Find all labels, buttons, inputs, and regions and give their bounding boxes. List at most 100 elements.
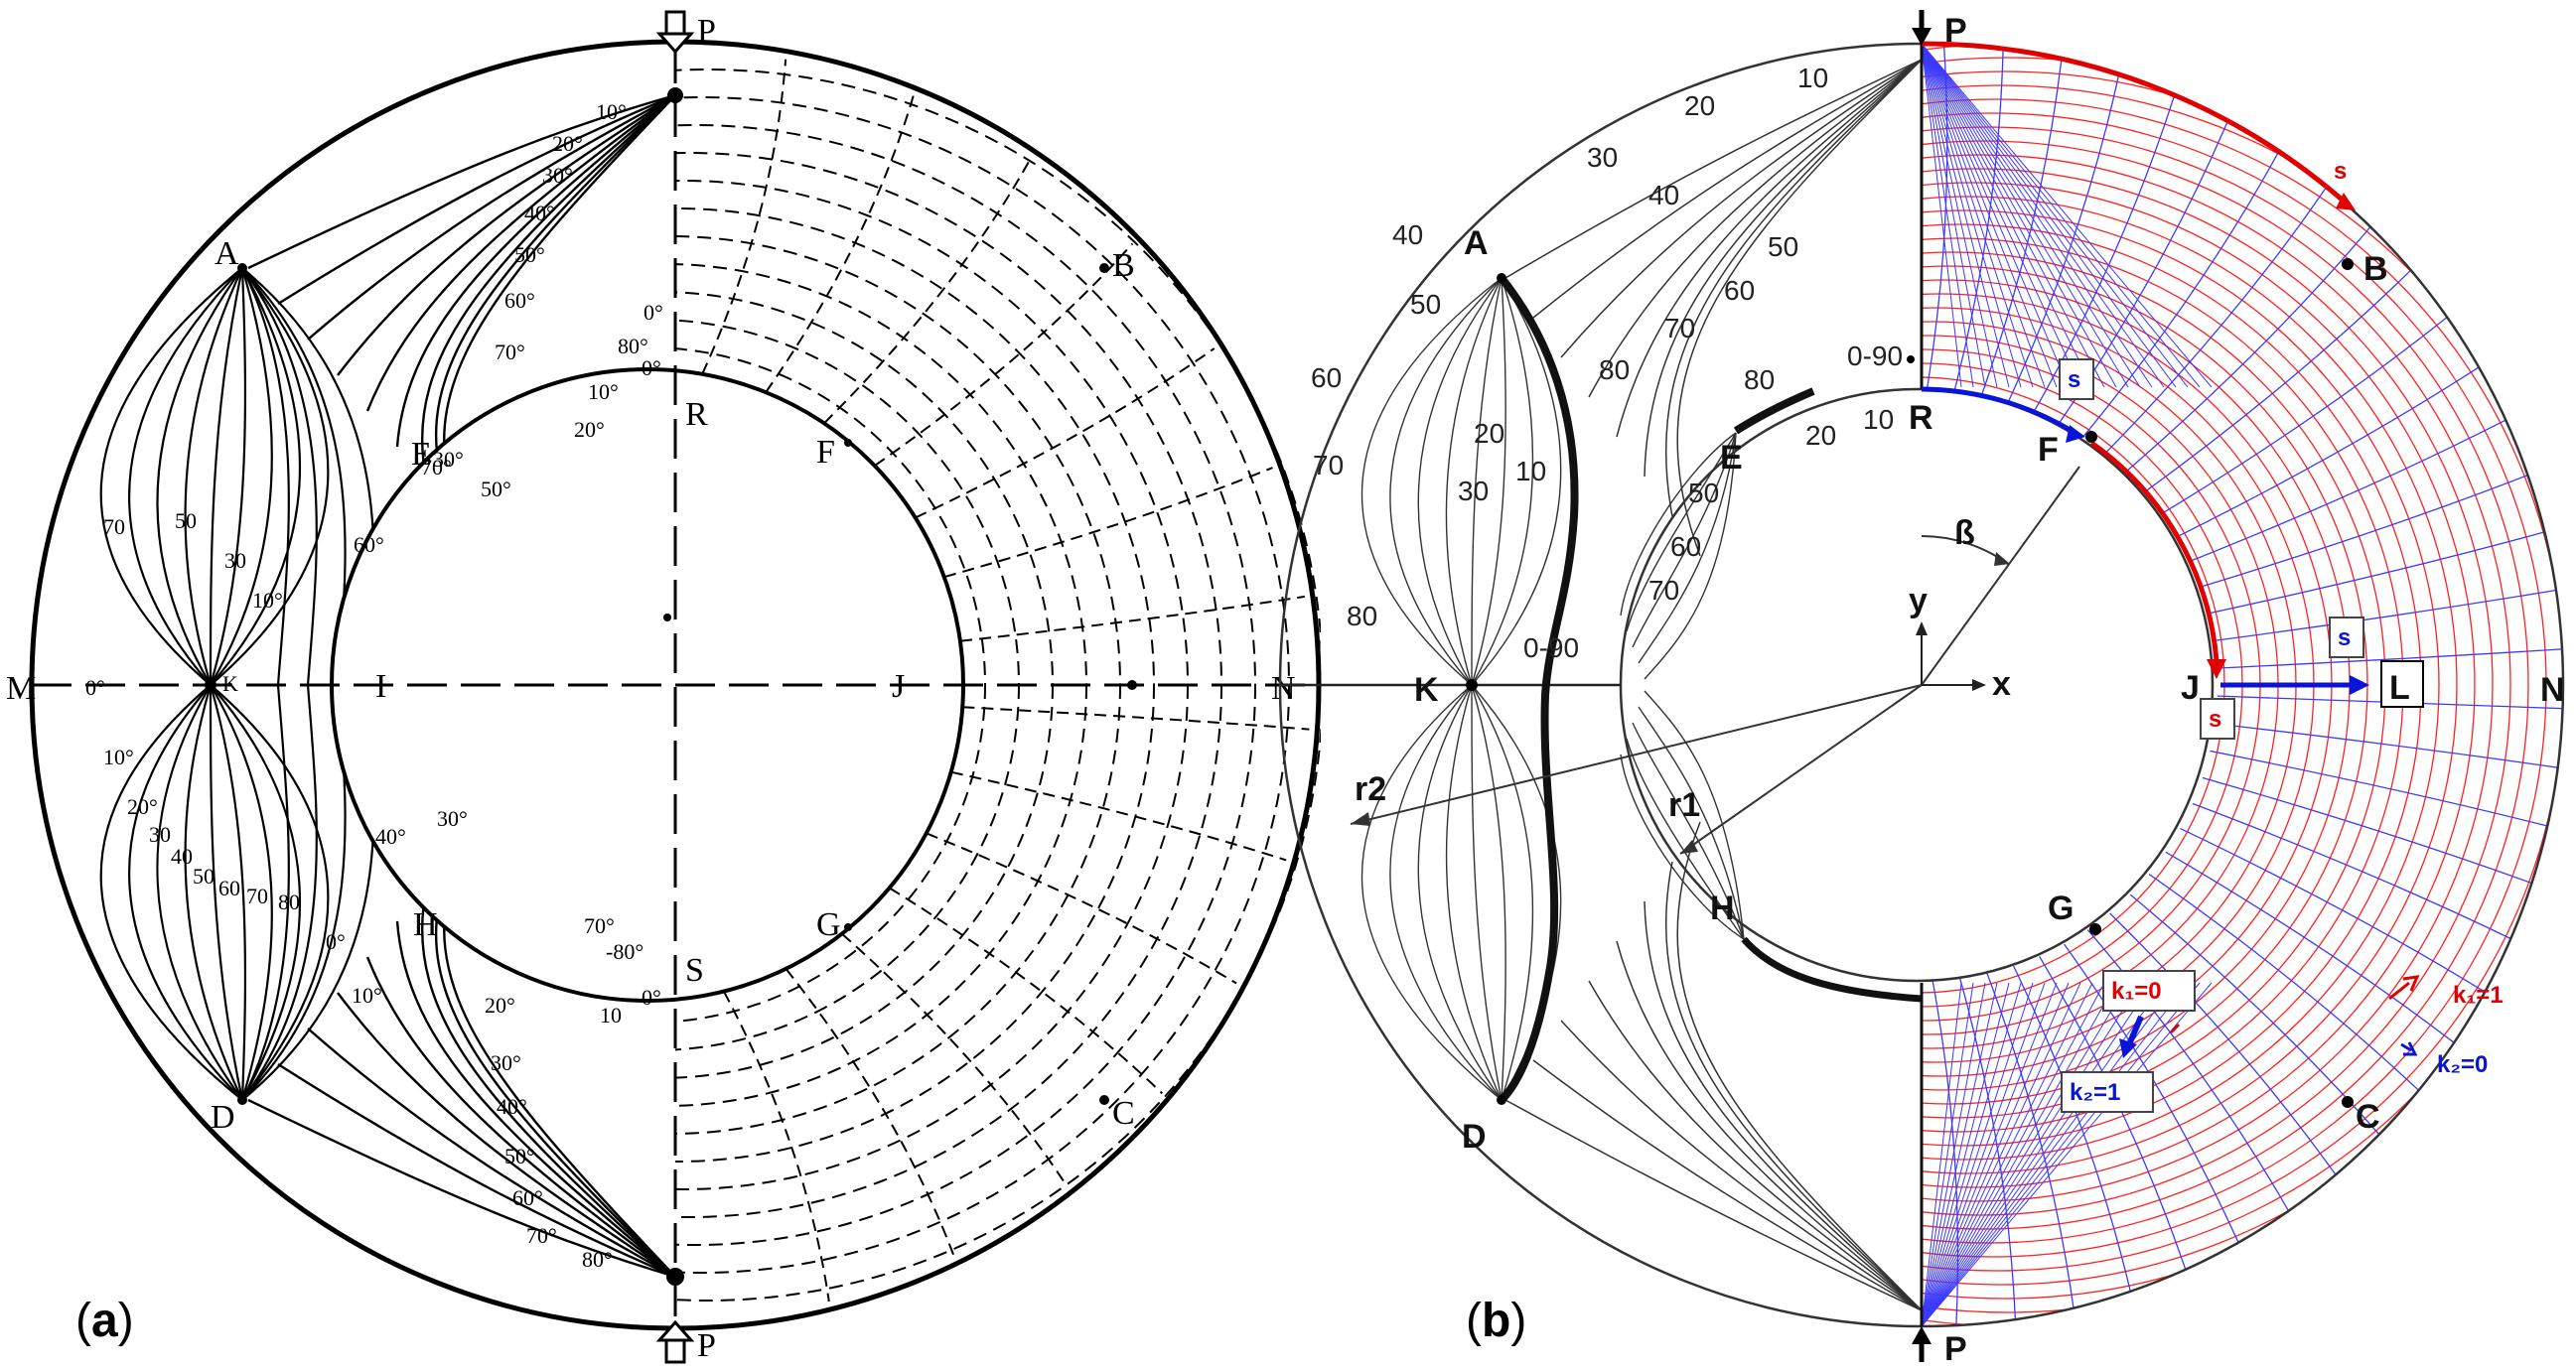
panel-a-top-fan-curve bbox=[365, 94, 676, 412]
panel-b-E-70: 70 bbox=[1648, 575, 1679, 606]
panel-b-blue-fan-top bbox=[1922, 44, 1998, 388]
panel-b-blue-line bbox=[2198, 775, 2532, 885]
panel-b-label-E: E bbox=[1720, 439, 1743, 477]
panel-a-angle-left-10c: 10° bbox=[352, 983, 382, 1008]
panel-b-blue-fan-bottom bbox=[1922, 982, 1986, 1326]
panel-b-blue-fan-top bbox=[1922, 44, 2081, 388]
panel-a-angle-left-50: 50 bbox=[175, 508, 197, 533]
panel-b-blue-line bbox=[2173, 366, 2480, 539]
panel-a-label-A: A bbox=[215, 235, 239, 272]
panel-a-load-arrow-top bbox=[655, 10, 695, 55]
panel-a-dashed-ray bbox=[785, 968, 955, 1257]
panel-a-angle-left-10b: 10° bbox=[103, 745, 134, 769]
panel-a-top-fan-curve bbox=[395, 94, 676, 448]
panel-b-E-50: 50 bbox=[1688, 478, 1719, 508]
panel-b-x-arrowhead bbox=[1972, 679, 1986, 691]
panel-a-bottom-fan-curve bbox=[307, 1028, 676, 1279]
panel-a-angle-top-0a: 0° bbox=[644, 300, 663, 325]
panel-b-blue-line bbox=[2204, 531, 2545, 616]
panel-a-dashed-ray bbox=[915, 347, 1216, 519]
panel-b-blue-fan-bottom bbox=[1922, 982, 2046, 1326]
panel-a-label-G: G bbox=[816, 906, 841, 943]
panel-a-dashed-ray bbox=[962, 706, 1310, 731]
panel-b-label-G: G bbox=[2048, 890, 2074, 927]
panel-b-blue-fan-top bbox=[1922, 44, 2046, 388]
panel-a-angle-H-0: 0° bbox=[642, 985, 661, 1010]
panel-b-blue-line bbox=[2141, 269, 2412, 494]
panel-b-load-arrow-top bbox=[1912, 10, 1932, 46]
panel-b-blue-fan-bottom bbox=[1922, 982, 2034, 1326]
panel-a-caption: (a) bbox=[75, 1295, 134, 1347]
panel-a-label-P-top: P bbox=[697, 13, 716, 50]
panel-b-blue-line bbox=[2062, 941, 2239, 1243]
panel-b-blue-fan-top bbox=[1922, 44, 2153, 388]
panel-b-bottom-fan-curve bbox=[1644, 900, 1923, 1311]
panel-b-numbers-E: 80 20 10 50 60 70 bbox=[1648, 364, 1894, 606]
panel-a-angle-left-20: 20° bbox=[127, 794, 158, 819]
panel-b-blue-fan-top bbox=[1922, 44, 2129, 388]
panel-b-blue-line bbox=[2145, 871, 2420, 1091]
panel-b-blue-fan-bottom bbox=[1922, 982, 2010, 1326]
panel-b-blue-fan-bottom bbox=[1922, 982, 2093, 1326]
panel-b-s-J-box: s bbox=[2200, 698, 2235, 740]
panel-b-rim-40: 40 bbox=[1392, 219, 1423, 250]
panel-b-blue-line bbox=[2085, 926, 2290, 1212]
panel-a-angle-top-40: 40° bbox=[524, 201, 555, 225]
panel-a-angle-bottom-70: 70° bbox=[526, 1223, 557, 1248]
panel-b-k1-0-arrow bbox=[2169, 1023, 2181, 1034]
panel-b-red-arc bbox=[1922, 182, 2476, 1188]
panel-b-label-R: R bbox=[1909, 399, 1933, 437]
panel-b-k2-1-arrowhead bbox=[2119, 1038, 2137, 1058]
panel-b-blue-fan-top bbox=[1922, 44, 1962, 388]
panel-b-blue-line bbox=[2161, 849, 2455, 1043]
panel-a-top-fan-curve bbox=[337, 93, 676, 376]
panel-b-k1-1-label: k₁=1 bbox=[2453, 982, 2504, 1009]
panel-b-blue-line bbox=[2210, 722, 2558, 768]
panel-a-angle-left-0b: 0° bbox=[326, 929, 346, 954]
panel-b-beta-label: ß bbox=[1954, 514, 1975, 552]
panel-b-blue-fan-top bbox=[1922, 44, 1974, 388]
panel-a: P P A B C D E F G H I J K M N R S 10° 20… bbox=[6, 10, 1322, 1364]
panel-b-blue-line bbox=[2188, 801, 2511, 940]
panel-a-angle-bottom-60: 60° bbox=[512, 1185, 543, 1210]
panel-b-H-curve bbox=[1620, 754, 1745, 940]
panel-b-E-10: 10 bbox=[1863, 404, 1894, 435]
panel-a-dashed-ray bbox=[841, 932, 1068, 1186]
panel-a-angle-top-80: 80° bbox=[618, 334, 648, 358]
panel-b-label-J: J bbox=[2181, 669, 2200, 707]
panel-b-label-A: A bbox=[1464, 224, 1489, 262]
panel-b-bottom-fan-curve bbox=[1588, 980, 1923, 1311]
panel-a-dashed-ray bbox=[701, 59, 787, 375]
panel-b-caption: (b) bbox=[1466, 1295, 1526, 1347]
panel-b-label-F: F bbox=[2038, 431, 2059, 469]
panel-a-angle-top-70: 70° bbox=[495, 340, 525, 364]
panel-b-red-arc bbox=[1922, 84, 2563, 1286]
panel-b-blue-line bbox=[2209, 589, 2557, 642]
panel-b-rim-80: 80 bbox=[1347, 601, 1377, 631]
panel-a-angle-E-60: 60° bbox=[354, 532, 384, 557]
panel-a-angle-H-40: 40° bbox=[375, 824, 406, 849]
panel-a-label-D: D bbox=[211, 1099, 235, 1136]
panel-b-beta-line bbox=[1921, 466, 2080, 686]
panel-b-E-80: 80 bbox=[1744, 364, 1775, 395]
panel-b-fan-10: 10 bbox=[1515, 456, 1546, 486]
panel-b-blue-line bbox=[2102, 187, 2327, 457]
panel-b-red-arc-inner bbox=[2089, 440, 2219, 662]
panel-b-label-L-box: L bbox=[2380, 660, 2424, 708]
panel-a-bottom-fan-curve bbox=[395, 920, 676, 1278]
panel-a-angle-E-10: 10° bbox=[588, 379, 619, 404]
panel-a-label-E: E bbox=[411, 436, 432, 473]
panel-b-blue-fan-top bbox=[1922, 44, 2093, 388]
panel-b-numbers-left-rim: 40 50 60 70 80 bbox=[1311, 219, 1441, 631]
panel-a-angle-labels-left: 70 50 30 10° 0° 10° 20° 30 40 50 60 70 8… bbox=[85, 508, 382, 1008]
panel-b-blue-fan-top bbox=[1922, 44, 2141, 388]
panel-b-blue-fan-bottom bbox=[1922, 982, 2201, 1326]
panel-a-angle-left-60: 60 bbox=[218, 876, 240, 900]
panel-b-blue-fan-bottom bbox=[1922, 982, 2117, 1326]
panel-b-num-0-90-top: 0-90 bbox=[1847, 341, 1903, 371]
panel-b-blue-fan-bottom bbox=[1922, 982, 2022, 1326]
panel-a-angle-H-80: -80° bbox=[606, 939, 644, 964]
panel-a-angle-left-30b: 30 bbox=[149, 822, 171, 847]
panel-a-bottom-fan-curve bbox=[247, 1098, 676, 1279]
panel-b-blue-fan-bottom bbox=[1922, 982, 2141, 1326]
